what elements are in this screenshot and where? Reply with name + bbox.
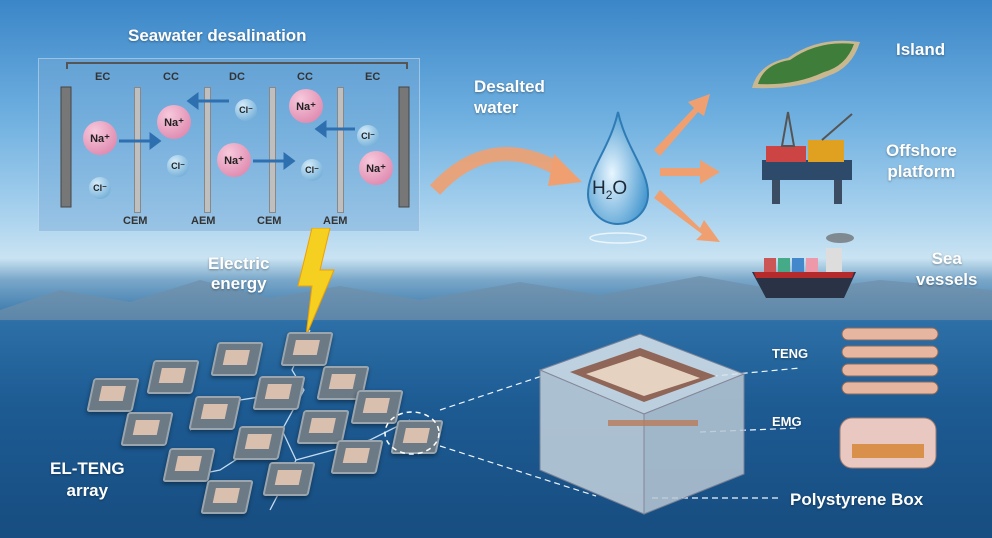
offshore-platform-icon: [762, 111, 853, 204]
membrane-aem-2: [337, 87, 344, 213]
sodium-ion: Na⁺: [157, 105, 191, 139]
chloride-ion: Cl⁻: [235, 99, 257, 121]
sodium-ion: Na⁺: [359, 151, 393, 185]
array-line2: array: [66, 481, 109, 500]
desalination-title: Seawater desalination: [128, 26, 307, 45]
selection-circle: [384, 411, 440, 455]
island-icon: [752, 40, 860, 89]
el-teng-array-label: EL-TENG array: [50, 458, 125, 502]
formula-o: O: [612, 178, 628, 199]
teng-stack-icon: [841, 327, 939, 395]
chloride-ion: Cl⁻: [167, 155, 189, 177]
lightning-bolt-icon: [297, 228, 335, 337]
ion-migration-arrows: [119, 92, 355, 170]
vessels-line1: Sea: [931, 249, 962, 268]
membrane-label-cem-2: CEM: [257, 215, 282, 227]
formula-h: H: [592, 178, 606, 199]
desalted-line2: water: [474, 98, 519, 117]
membrane-cem-1: [134, 87, 141, 213]
compartment-label-cc-left: CC: [163, 71, 179, 83]
energy-line2: energy: [210, 274, 267, 293]
membrane-label-aem-1: AEM: [191, 215, 216, 227]
offshore-platform-label: Offshore platform: [886, 140, 957, 182]
compartment-label-dc: DC: [229, 71, 245, 83]
polystyrene-box-device: [538, 333, 746, 515]
sodium-ion: Na⁺: [289, 89, 323, 123]
cargo-ship-icon: [752, 233, 856, 298]
desalted-water-label: Desalted water: [474, 76, 545, 118]
electric-energy-label: Electric energy: [208, 254, 269, 294]
water-formula: H2O: [592, 178, 627, 202]
membrane-label-aem-2: AEM: [323, 215, 348, 227]
island-label: Island: [896, 40, 946, 59]
flow-arrow: [430, 147, 582, 195]
emg-label: EMG: [772, 414, 802, 429]
sodium-ion: Na⁺: [217, 143, 251, 177]
offshore-line1: Offshore: [886, 141, 957, 160]
branch-arrows: [654, 94, 720, 242]
membrane-cem-2: [269, 87, 276, 213]
teng-array: [70, 320, 470, 520]
offshore-line2: platform: [887, 162, 956, 181]
energy-line1: Electric: [208, 254, 270, 273]
membrane-aem-1: [204, 87, 211, 213]
chloride-ion: Cl⁻: [301, 159, 323, 181]
formula-subscript: 2: [605, 187, 613, 202]
desalted-line1: Desalted: [474, 77, 545, 96]
polystyrene-box-label: Polystyrene Box: [790, 490, 924, 509]
compartment-label-ec-left: EC: [95, 71, 111, 83]
cell-wiring: [60, 62, 410, 208]
compartment-label-cc-right: CC: [297, 71, 313, 83]
teng-label: TENG: [772, 346, 809, 361]
chloride-ion: Cl⁻: [357, 125, 379, 147]
membrane-label-cem-1: CEM: [123, 215, 148, 227]
array-line1: EL-TENG: [50, 459, 125, 478]
desalination-cell: EC CC DC CC EC Na⁺ Cl⁻ Na⁺ Cl⁻ Cl⁻ Na⁺ N…: [38, 58, 420, 232]
sea-vessels-label: Sea vessels: [916, 248, 977, 290]
sodium-ion: Na⁺: [83, 121, 117, 155]
vessels-line2: vessels: [916, 270, 978, 289]
chloride-ion: Cl⁻: [89, 177, 111, 199]
water-drop-icon: [586, 111, 650, 244]
compartment-label-ec-right: EC: [365, 71, 381, 83]
emg-icon: [839, 417, 937, 469]
mountain-range: [0, 276, 992, 320]
